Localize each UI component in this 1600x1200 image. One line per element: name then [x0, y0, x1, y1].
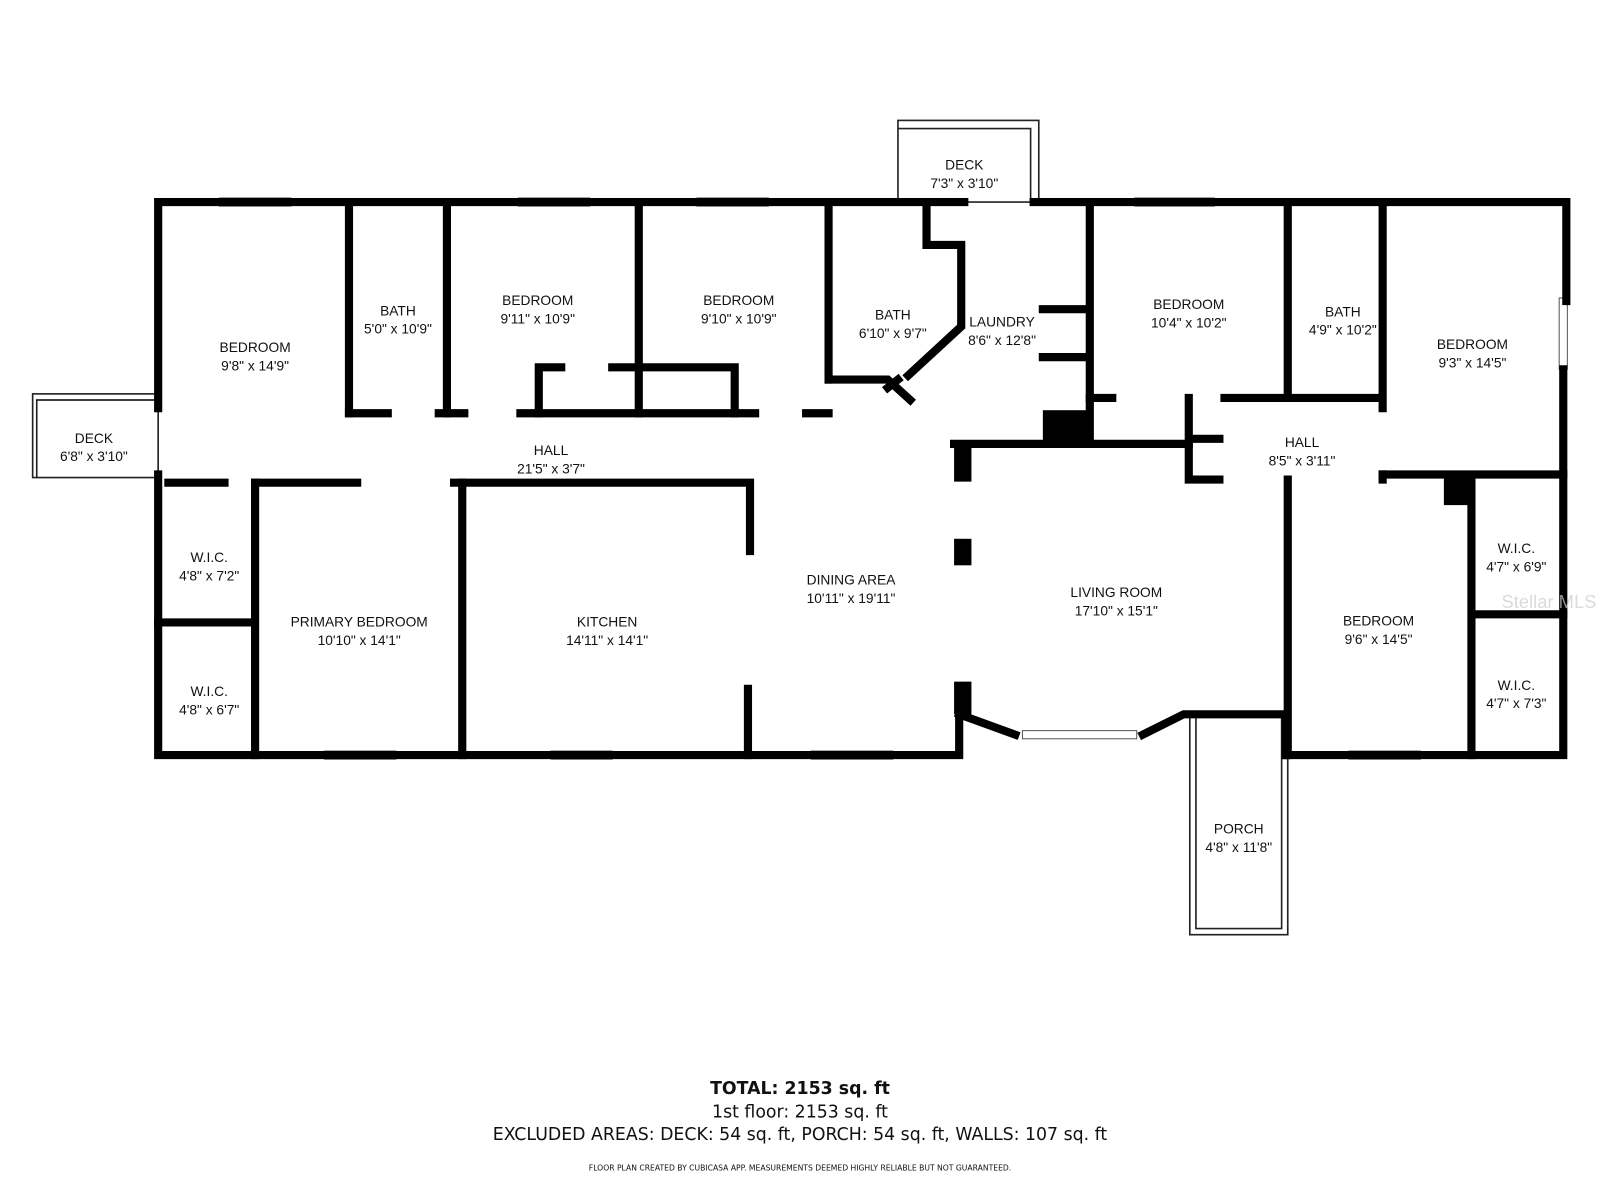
room-name: LIVING ROOM [1070, 585, 1162, 600]
room-name: BEDROOM [703, 293, 774, 308]
room-label: PRIMARY BEDROOM 10'10" x 14'1" [291, 615, 428, 648]
room-dimensions: 10'11" x 19'11" [807, 591, 896, 606]
room-dimensions: 6'10" x 9'7" [859, 326, 927, 341]
windows [218, 197, 1568, 760]
room-label: DECK 7'3" x 3'10" [930, 157, 998, 190]
disclaimer: FLOOR PLAN CREATED BY CUBICASA APP. MEAS… [589, 1163, 1011, 1172]
room-label: BATH 4'9" x 10'2" [1309, 304, 1377, 337]
room-label: BEDROOM 9'10" x 10'9" [701, 293, 777, 326]
room-label: LAUNDRY 8'6" x 12'8" [968, 315, 1036, 348]
watermark: Stellar MLS [1502, 591, 1597, 612]
room-name: BEDROOM [220, 340, 291, 355]
room-name: W.I.C. [1498, 678, 1535, 693]
room-dimensions: 5'0" x 10'9" [364, 322, 432, 337]
room-name: KITCHEN [577, 615, 637, 630]
room-label: W.I.C. 4'7" x 6'9" [1486, 541, 1546, 574]
room-dimensions: 4'7" x 6'9" [1486, 559, 1546, 574]
room-dimensions: 8'6" x 12'8" [968, 333, 1036, 348]
room-dimensions: 14'11" x 14'1" [566, 633, 648, 648]
room-name: BATH [1325, 304, 1361, 319]
room-name: DECK [945, 157, 984, 172]
room-label: BEDROOM 9'8" x 14'9" [220, 340, 291, 373]
room-dimensions: 9'6" x 14'5" [1345, 632, 1413, 647]
room-label: BATH 6'10" x 9'7" [859, 307, 927, 340]
room-name: HALL [1285, 435, 1320, 450]
room-dimensions: 4'8" x 11'8" [1205, 840, 1272, 855]
room-name: BEDROOM [1343, 614, 1414, 629]
room-label: DINING AREA 10'11" x 19'11" [807, 573, 897, 606]
room-name: BEDROOM [1437, 337, 1508, 352]
room-name: W.I.C. [190, 550, 227, 565]
room-dimensions: 9'8" x 14'9" [221, 358, 289, 373]
room-label: HALL 8'5" x 3'11" [1269, 435, 1336, 468]
room-dimensions: 9'3" x 14'5" [1439, 355, 1507, 370]
room-name: DECK [75, 431, 114, 446]
total-area: TOTAL: 2153 sq. ft [710, 1079, 890, 1099]
room-label: HALL 21'5" x 3'7" [517, 443, 585, 476]
room-name: W.I.C. [190, 684, 227, 699]
floor-area: 1st floor: 2153 sq. ft [712, 1102, 888, 1122]
area-summary: TOTAL: 2153 sq. ft 1st floor: 2153 sq. f… [493, 1079, 1108, 1173]
walls [154, 197, 1571, 760]
room-dimensions: 6'8" x 3'10" [60, 449, 128, 464]
room-dimensions: 8'5" x 3'11" [1269, 453, 1336, 468]
room-name: HALL [534, 443, 569, 458]
room-dimensions: 4'8" x 7'2" [179, 569, 239, 584]
room-dimensions: 10'4" x 10'2" [1151, 316, 1227, 331]
room-label: W.I.C. 4'7" x 7'3" [1486, 678, 1546, 711]
room-name: BEDROOM [1153, 297, 1224, 312]
room-name: BATH [875, 307, 911, 322]
room-name: PRIMARY BEDROOM [291, 615, 428, 630]
room-name: W.I.C. [1498, 541, 1535, 556]
room-label: BEDROOM 9'6" x 14'5" [1343, 614, 1414, 647]
room-dimensions: 4'9" x 10'2" [1309, 323, 1377, 338]
room-dimensions: 21'5" x 3'7" [517, 461, 585, 476]
room-dimensions: 4'8" x 6'7" [179, 702, 239, 717]
room-label: W.I.C. 4'8" x 7'2" [179, 550, 239, 583]
room-label: BEDROOM 9'11" x 10'9" [501, 293, 576, 326]
room-dimensions: 7'3" x 3'10" [930, 176, 998, 191]
room-label: PORCH 4'8" x 11'8" [1205, 822, 1272, 855]
room-name: PORCH [1214, 822, 1264, 837]
room-label: KITCHEN 14'11" x 14'1" [566, 615, 648, 648]
room-name: BATH [380, 303, 416, 318]
room-name: LAUNDRY [969, 315, 1035, 330]
room-dimensions: 17'10" x 15'1" [1075, 603, 1158, 618]
room-label: BEDROOM 9'3" x 14'5" [1437, 337, 1508, 370]
excluded-areas: EXCLUDED AREAS: DECK: 54 sq. ft, PORCH: … [493, 1125, 1108, 1145]
room-dimensions: 4'7" x 7'3" [1486, 696, 1546, 711]
room-label: BATH 5'0" x 10'9" [364, 303, 432, 336]
room-dimensions: 9'10" x 10'9" [701, 311, 777, 326]
room-label: W.I.C. 4'8" x 6'7" [179, 684, 239, 717]
room-label: DECK 6'8" x 3'10" [60, 431, 128, 464]
room-label: BEDROOM 10'4" x 10'2" [1151, 297, 1227, 330]
room-name: DINING AREA [807, 573, 897, 588]
room-label: LIVING ROOM 17'10" x 15'1" [1070, 585, 1162, 618]
room-dimensions: 9'11" x 10'9" [501, 311, 576, 326]
solid-columns [954, 410, 1469, 715]
deck-outlines [31, 119, 1289, 936]
room-name: BEDROOM [502, 293, 573, 308]
room-dimensions: 10'10" x 14'1" [318, 633, 401, 648]
